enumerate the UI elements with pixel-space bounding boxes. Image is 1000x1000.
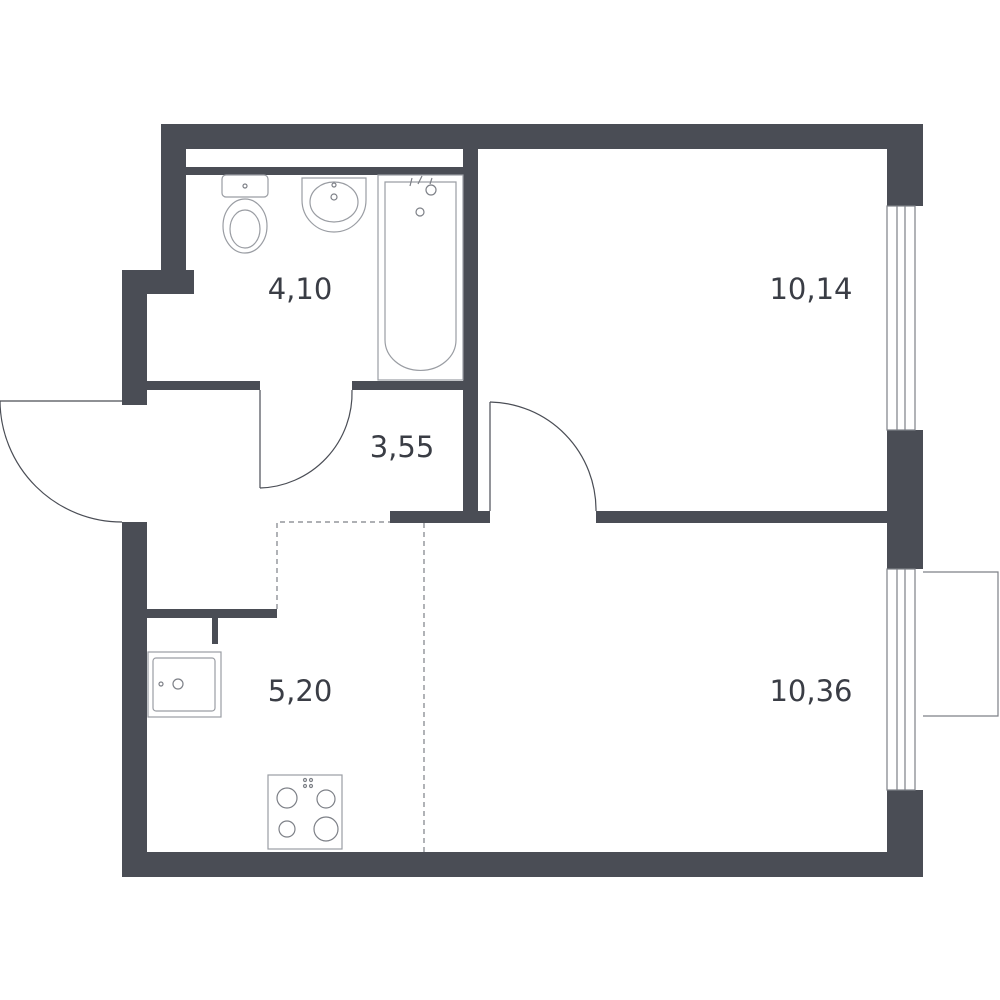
hallway-area-label: 3,55 <box>370 430 435 464</box>
bathroom-area-label: 4,10 <box>268 272 333 306</box>
bedroom-area-label: 10,14 <box>769 272 852 306</box>
living-room-area-label: 10,36 <box>769 674 852 708</box>
kitchen-zone-divider <box>276 521 390 609</box>
hallway-divider-wall <box>463 149 478 514</box>
kitchen-sink-icon <box>147 651 222 718</box>
right-wall-top <box>887 124 923 206</box>
bathroom-bottom-wall-right <box>352 381 463 390</box>
top-wall <box>161 124 923 149</box>
bedroom-bottom-wall-left <box>390 511 490 523</box>
left-lower-wall <box>122 522 147 877</box>
kitchen-niche-wall <box>147 609 277 618</box>
interior-walls <box>147 149 887 644</box>
bedroom-bottom-wall-right <box>596 511 887 523</box>
entrance-door <box>0 400 123 523</box>
right-wall-middle <box>887 430 923 569</box>
living-room-window <box>886 568 916 791</box>
kitchen-area-label: 5,20 <box>268 674 333 708</box>
bathtub-icon <box>377 174 464 381</box>
left-upper-wall <box>161 124 186 270</box>
doors <box>0 389 597 523</box>
bottom-wall <box>122 852 923 877</box>
right-wall-bottom <box>887 790 923 877</box>
bedroom-door <box>489 401 597 512</box>
toilet-icon <box>221 174 269 254</box>
outer-walls <box>122 124 923 877</box>
zone-dividers <box>276 521 425 852</box>
windows <box>886 205 999 791</box>
bedroom-window <box>886 205 916 431</box>
bathroom-shelf-wall <box>186 167 463 175</box>
bathroom-door <box>259 389 353 489</box>
sink-icon <box>301 177 367 233</box>
bathroom-bottom-wall-left <box>147 381 260 390</box>
balcony-outline <box>923 571 999 717</box>
stove-icon <box>267 774 343 850</box>
kitchen-niche-side-wall <box>212 618 218 644</box>
left-entry-upper-wall <box>122 270 147 405</box>
